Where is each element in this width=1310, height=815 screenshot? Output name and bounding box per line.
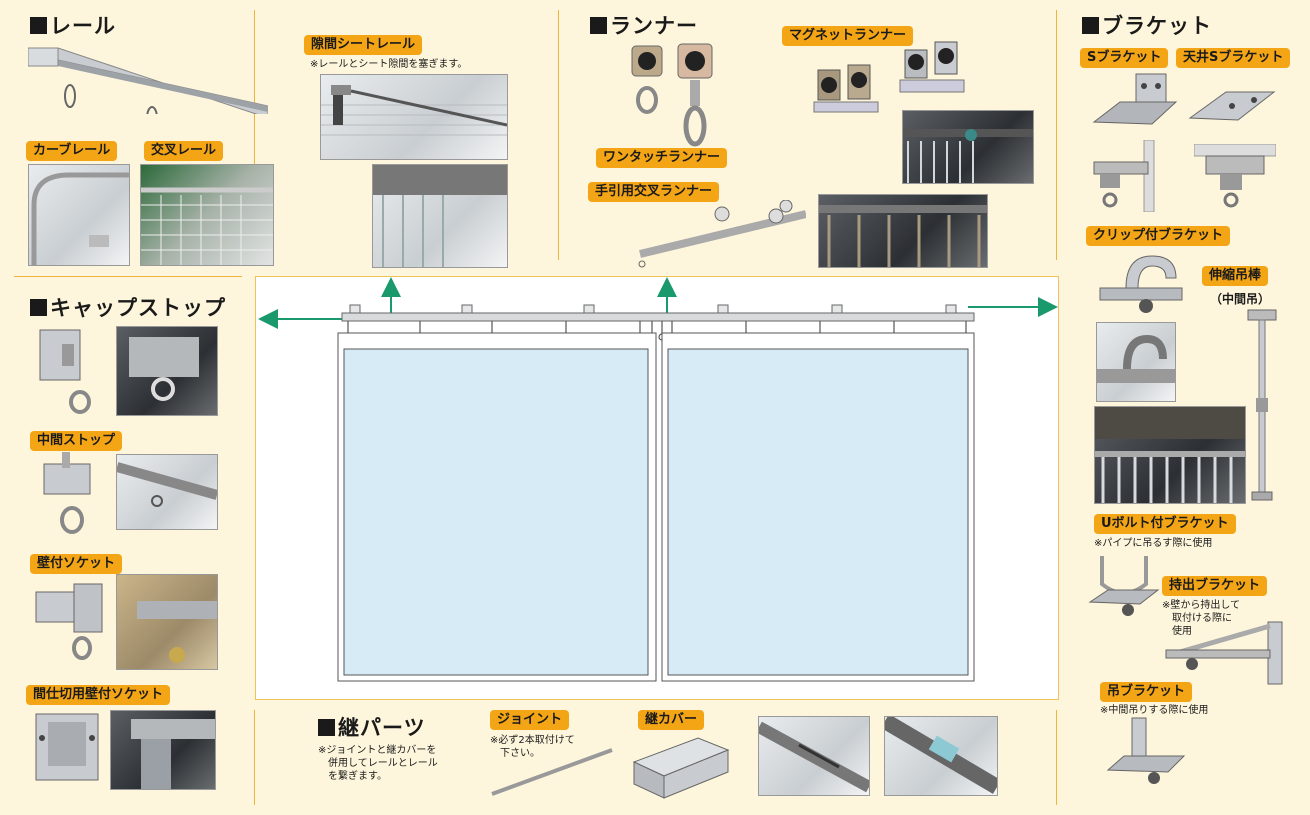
section-rail: レール bbox=[30, 10, 116, 40]
cap-stop-photo bbox=[116, 326, 218, 416]
joint-illustration bbox=[488, 744, 616, 800]
note-sukima: ※レールとシート隙間を塞ぎます。 bbox=[310, 59, 468, 70]
tag-extension-rod: 伸縮吊棒 bbox=[1202, 266, 1269, 286]
note-extend: ※壁から持出して 取付ける際に 使用 bbox=[1162, 600, 1241, 637]
tag-hand-cross-runner: 手引用交叉ランナー bbox=[588, 182, 720, 202]
rail-illustration bbox=[27, 44, 269, 146]
extension-rod-sub: （中間吊） bbox=[1210, 292, 1271, 306]
section-capstop: キャップストップ bbox=[30, 292, 226, 322]
tag-hang-bracket: 吊ブラケット bbox=[1100, 682, 1193, 702]
hand-cross-runner-photo bbox=[818, 194, 988, 268]
joint-photo-2 bbox=[884, 716, 998, 796]
tag-ceiling-s-bracket: 天井Sブラケット bbox=[1176, 48, 1291, 68]
middle-stop-illustration bbox=[42, 452, 102, 536]
tag-magnet-runner: マグネットランナー bbox=[782, 26, 914, 46]
s-bracket-illustration bbox=[1090, 72, 1180, 132]
tag-joint-cover: 継カバー bbox=[638, 710, 705, 730]
extend-bracket-illustration bbox=[1158, 620, 1284, 686]
hand-cross-runner-illustration bbox=[636, 199, 807, 272]
tag-u-bolt-bracket: Uボルト付ブラケット bbox=[1094, 514, 1236, 534]
ceiling-s-bracket-illustration bbox=[1186, 84, 1278, 132]
cap-stop-illustration bbox=[36, 322, 100, 414]
u-bolt-bracket-illustration bbox=[1088, 552, 1160, 622]
joint-cover-illustration bbox=[628, 732, 732, 802]
section-joint-parts: 継パーツ bbox=[318, 712, 426, 742]
clip-bracket-illustration bbox=[1096, 248, 1186, 318]
note-hang: ※中間吊りする際に使用 bbox=[1100, 705, 1209, 716]
one-touch-runner-illustration bbox=[628, 40, 718, 150]
section-runner: ランナー bbox=[590, 10, 698, 40]
tag-s-bracket: Sブラケット bbox=[1080, 48, 1169, 68]
wall-socket-photo bbox=[116, 574, 218, 670]
sukima-rail-photo-2 bbox=[372, 164, 508, 268]
tag-cross-rail: 交叉レール bbox=[144, 141, 224, 161]
tag-one-touch-runner: ワンタッチランナー bbox=[596, 148, 728, 168]
partition-wall-socket-photo bbox=[110, 710, 216, 790]
section-bracket: ブラケット bbox=[1082, 10, 1212, 40]
sukima-rail-photo bbox=[320, 74, 508, 160]
note-joint-parts: ※ジョイントと継カバーを 併用してレールとレール を繋ぎます。 bbox=[318, 745, 438, 782]
tag-extend-bracket: 持出ブラケット bbox=[1162, 576, 1268, 596]
extension-rod-photo bbox=[1094, 406, 1246, 504]
curtain-diagram bbox=[255, 276, 1059, 700]
note-u-bolt: ※パイプに吊るす際に使用 bbox=[1094, 538, 1213, 549]
tag-sukima-sheet-rail: 隙間シートレール bbox=[304, 35, 423, 55]
note-joint: ※必ず2本取付けて 下さい。 bbox=[490, 735, 575, 759]
partition-wall-socket-illustration bbox=[30, 708, 104, 786]
tag-curve-rail: カーブレール bbox=[26, 141, 118, 161]
tag-partition-wall-socket: 間仕切用壁付ソケット bbox=[26, 685, 171, 705]
cross-rail-photo bbox=[140, 164, 274, 266]
tag-clip-bracket: クリップ付ブラケット bbox=[1086, 226, 1231, 246]
magnet-runner-photo bbox=[902, 110, 1034, 184]
tag-wall-socket: 壁付ソケット bbox=[30, 554, 123, 574]
middle-stop-photo bbox=[116, 454, 218, 530]
curve-rail-photo bbox=[28, 164, 130, 266]
magnet-runner-illustration bbox=[810, 40, 970, 130]
extension-rod-illustration bbox=[1244, 306, 1280, 506]
ceiling-s-bracket-mounted bbox=[1193, 143, 1277, 210]
s-bracket-mounted bbox=[1086, 139, 1168, 213]
wall-socket-illustration bbox=[34, 578, 106, 662]
tag-joint: ジョイント bbox=[490, 710, 570, 730]
hang-bracket-illustration bbox=[1104, 716, 1188, 788]
joint-photo-1 bbox=[758, 716, 870, 796]
tag-middle-stop: 中間ストップ bbox=[30, 431, 123, 451]
clip-bracket-photo bbox=[1096, 322, 1176, 402]
